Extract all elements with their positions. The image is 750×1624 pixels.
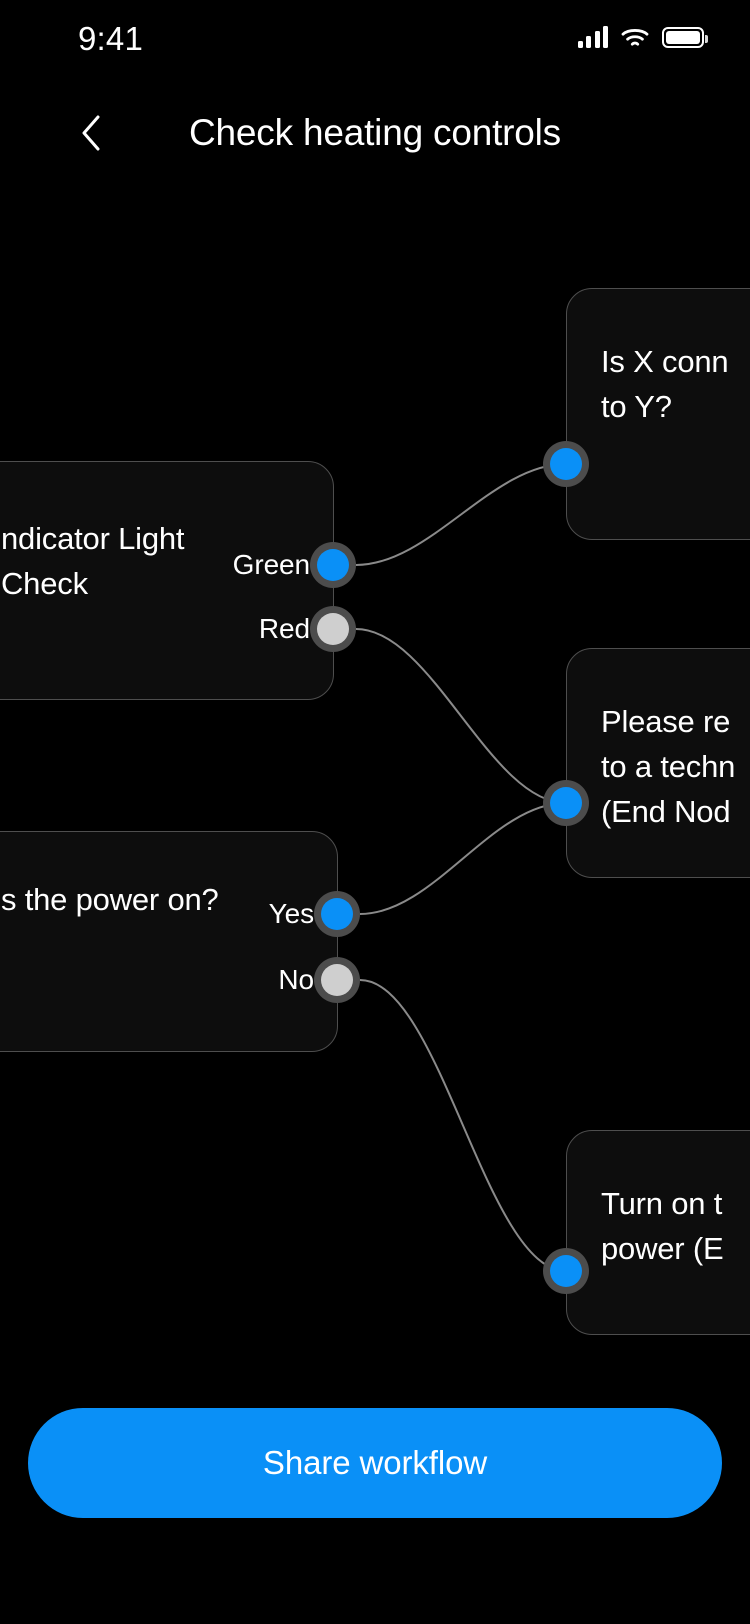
node-title: Please re to a techn (End Nod xyxy=(601,704,736,829)
wifi-icon xyxy=(621,27,649,48)
node-title: ndicator Light Check xyxy=(1,521,185,601)
node-title: Turn on t power (E xyxy=(601,1186,724,1266)
node-is-the-power-on[interactable]: s the power on? xyxy=(0,831,338,1052)
port-red[interactable] xyxy=(310,606,356,652)
share-workflow-button[interactable]: Share workflow xyxy=(28,1408,722,1518)
node-title: s the power on? xyxy=(1,882,219,917)
status-bar: 9:41 xyxy=(0,0,750,86)
port-no[interactable] xyxy=(314,957,360,1003)
battery-icon xyxy=(662,26,708,48)
back-button[interactable] xyxy=(62,104,120,162)
edge-no-to-turnonpower xyxy=(359,979,567,1272)
port-input-refer-to-technician[interactable] xyxy=(543,780,589,826)
status-bar-indicators xyxy=(577,26,708,48)
edge-green-to-isx xyxy=(355,463,567,566)
workflow-canvas[interactable]: ndicator Light Check Green Red s the pow… xyxy=(0,180,750,1390)
node-turn-on-the-power[interactable]: Turn on t power (E xyxy=(566,1130,750,1335)
port-label-red: Red xyxy=(258,613,310,644)
node-is-x-connected-to-y[interactable]: Is X conn to Y? xyxy=(566,288,750,540)
port-label-no: No xyxy=(278,964,314,995)
node-refer-to-technician[interactable]: Please re to a techn (End Nod xyxy=(566,648,750,878)
port-green[interactable] xyxy=(310,542,356,588)
chevron-left-icon xyxy=(82,115,100,151)
node-indicator-light-check[interactable]: ndicator Light Check xyxy=(0,461,334,700)
port-label-green: Green xyxy=(232,549,310,580)
status-bar-time: 9:41 xyxy=(78,20,144,57)
port-input-is-x-connected-to-y[interactable] xyxy=(543,441,589,487)
navigation-bar: Check heating controls xyxy=(0,96,750,170)
port-label-yes: Yes xyxy=(268,898,314,929)
edge-yes-to-technician xyxy=(359,802,567,915)
port-yes[interactable] xyxy=(314,891,360,937)
edge-red-to-technician xyxy=(355,628,567,804)
port-input-turn-on-the-power[interactable] xyxy=(543,1248,589,1294)
cellular-signal-icon xyxy=(577,26,608,48)
page-title: Check heating controls xyxy=(189,112,561,153)
node-title: Is X conn to Y? xyxy=(601,344,729,424)
